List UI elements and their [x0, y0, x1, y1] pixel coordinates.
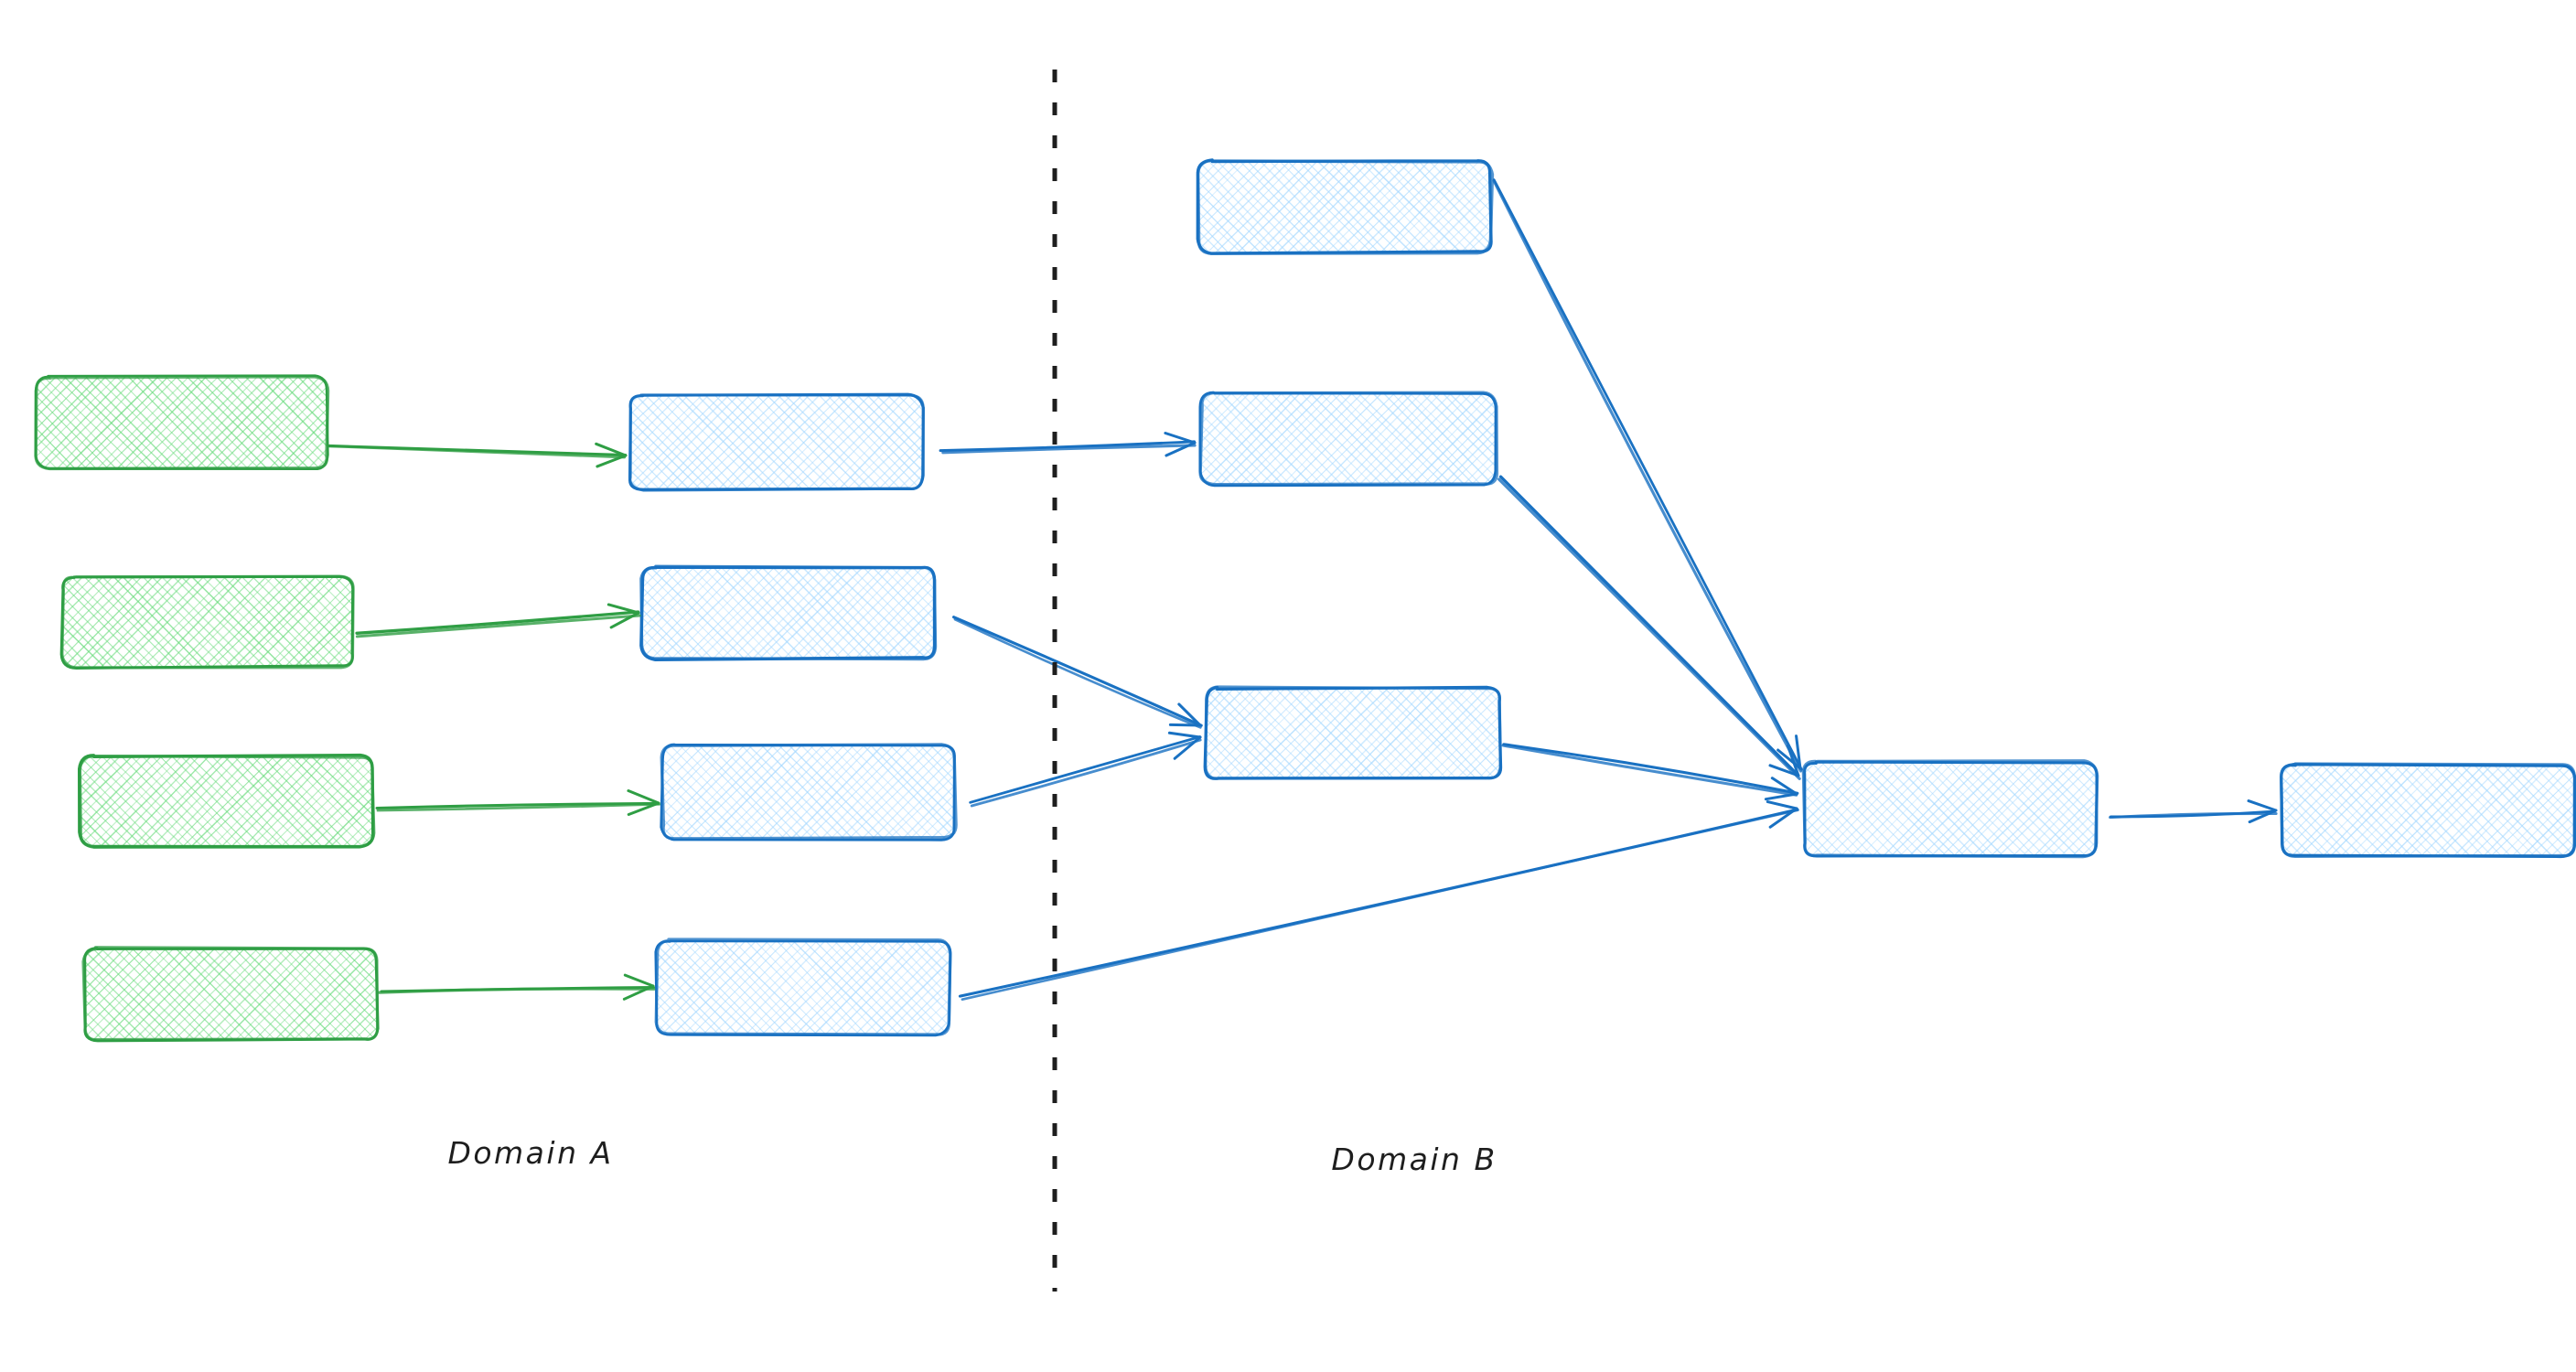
label-domain-a: Domain A: [447, 1135, 614, 1171]
edge-a-src-2-to-a-mid-2: [355, 603, 641, 638]
node-a-src-1[interactable]: [0, 374, 510, 471]
edge-a-src-1-to-a-mid-1: [327, 442, 628, 468]
node-a-mid-4[interactable]: [563, 938, 1131, 1037]
node-b-low[interactable]: [1114, 685, 1680, 780]
edge-b-mid-to-b-merge: [1497, 475, 1801, 780]
edge-a-mid-4-to-b-merge: [958, 800, 1799, 1002]
node-a-mid-3[interactable]: [568, 743, 1135, 841]
node-a-src-2[interactable]: [0, 574, 526, 670]
node-a-src-4[interactable]: [0, 946, 558, 1043]
edge-b-low-to-b-merge: [1501, 743, 1799, 801]
edge-a-mid-3-to-b-low: [969, 731, 1202, 808]
node-b-out[interactable]: [2189, 762, 2576, 859]
edge-b-merge-to-b-out: [2109, 799, 2278, 824]
label-domain-b: Domain B: [1331, 1142, 1497, 1177]
edge-a-mid-1-to-b-mid: [939, 431, 1197, 457]
node-b-mid[interactable]: [1109, 391, 1675, 488]
edge-a-src-3-to-a-mid-3: [375, 789, 661, 816]
edge-b-top-to-b-merge: [1492, 178, 1803, 773]
node-b-merge[interactable]: [1709, 759, 2278, 859]
edge-a-src-4-to-a-mid-4: [377, 973, 656, 1001]
node-a-mid-2[interactable]: [552, 564, 1116, 661]
node-a-mid-1[interactable]: [534, 392, 1102, 492]
edge-a-mid-2-to-b-low: [952, 616, 1203, 729]
node-a-src-3[interactable]: [0, 753, 545, 849]
node-b-top[interactable]: [1106, 158, 1672, 255]
